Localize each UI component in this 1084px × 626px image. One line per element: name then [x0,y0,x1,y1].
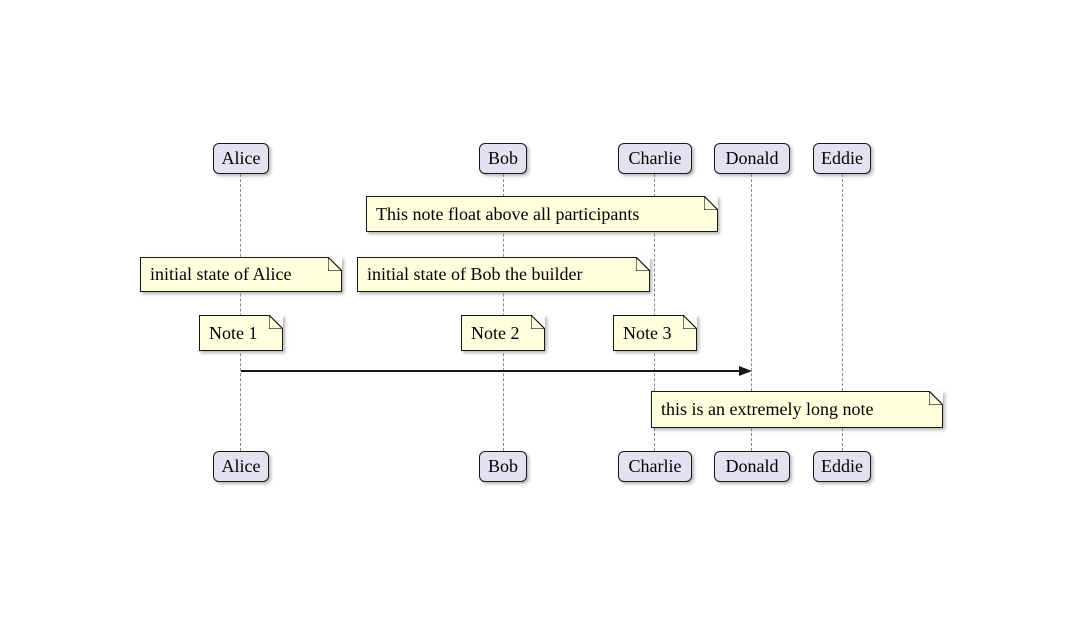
participant-label: Bob [487,148,518,168]
participant-box-charlie-top: Charlie [618,143,692,174]
participant-label: Charlie [628,148,682,168]
arrowhead-icon [739,365,752,376]
note-fold-icon [269,315,283,329]
participant-box-eddie-top: Eddie [813,143,871,174]
lifeline-alice [240,174,241,451]
note-fold-icon [683,315,697,329]
participant-label: Charlie [628,456,682,476]
participant-box-charlie-bottom: Charlie [618,451,692,482]
note-fold-icon [531,315,545,329]
note-text: initial state of Bob the builder [367,264,583,284]
participant-box-bob-bottom: Bob [479,451,527,482]
note-1: Note 1 [199,315,283,351]
participant-box-alice-top: Alice [213,143,269,174]
note-initial-bob: initial state of Bob the builder [357,257,650,292]
note-text: Note 3 [623,322,672,343]
note-long: this is an extremely long note [651,391,943,428]
message-arrow [241,370,739,372]
participant-box-donald-bottom: Donald [714,451,790,482]
participant-label: Eddie [821,148,863,168]
note-fold-icon [636,257,650,271]
lifeline-eddie [842,174,843,451]
note-float: This note float above all participants [366,196,718,232]
participant-label: Alice [221,456,261,476]
lifeline-charlie [654,174,655,451]
participant-label: Alice [221,148,261,168]
participant-box-eddie-bottom: Eddie [813,451,871,482]
participant-box-donald-top: Donald [714,143,790,174]
note-text: This note float above all participants [376,203,640,224]
note-fold-icon [929,391,943,405]
note-text: Note 2 [471,322,520,343]
note-initial-alice: initial state of Alice [140,257,342,292]
lifeline-bob [503,174,504,451]
note-2: Note 2 [461,315,545,351]
participant-box-alice-bottom: Alice [213,451,269,482]
note-fold-icon [328,257,342,271]
note-text: Note 1 [209,322,258,343]
note-text: initial state of Alice [150,264,292,284]
participant-label: Bob [487,456,518,476]
participant-label: Donald [725,148,779,168]
note-3: Note 3 [613,315,697,351]
participant-label: Eddie [821,456,863,476]
lifeline-donald [751,174,752,451]
participant-box-bob-top: Bob [479,143,527,174]
participant-label: Donald [725,456,779,476]
note-text: this is an extremely long note [661,399,874,419]
note-fold-icon [704,196,718,210]
